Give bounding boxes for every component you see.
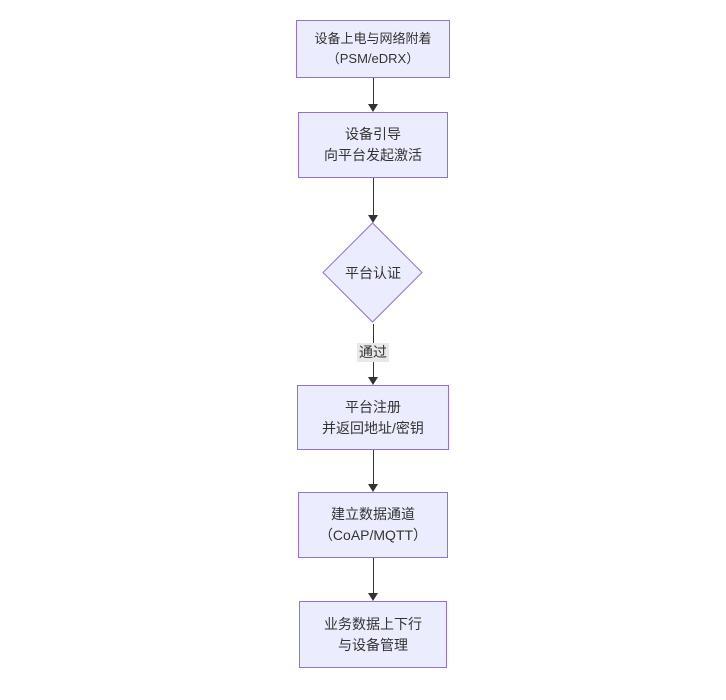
node-text-line: 设备上电与网络附着 bbox=[314, 31, 432, 46]
flow-node-data-channel: 建立数据通道 （CoAP/MQTT） bbox=[298, 492, 448, 558]
arrow-bootstrap-to-auth bbox=[367, 178, 379, 223]
arrow-line bbox=[372, 78, 374, 106]
edge-label-pass: 通过 bbox=[357, 343, 389, 362]
node-text-line: 向平台发起激活 bbox=[324, 147, 422, 163]
arrow-channel-to-business bbox=[367, 558, 379, 601]
arrow-register-to-channel bbox=[367, 450, 379, 492]
node-text-line: 平台注册 bbox=[345, 398, 401, 415]
arrowhead-icon bbox=[368, 484, 378, 492]
node-text-line: （CoAP/MQTT） bbox=[318, 527, 428, 543]
arrow-line bbox=[372, 178, 374, 217]
node-text-line: 业务数据上下行 bbox=[324, 615, 422, 632]
arrowhead-icon bbox=[368, 593, 378, 601]
flow-node-business-mgmt: 业务数据上下行 与设备管理 bbox=[299, 601, 447, 668]
node-text-line: （PSM/eDRX） bbox=[326, 51, 420, 66]
flow-node-bootstrap: 设备引导 向平台发起激活 bbox=[298, 112, 448, 178]
flow-node-register: 平台注册 并返回地址/密钥 bbox=[297, 385, 449, 450]
flow-node-platform-auth: 平台认证 bbox=[322, 222, 424, 324]
node-text-line: 平台认证 bbox=[345, 265, 401, 281]
node-text-line: 建立数据通道 bbox=[331, 506, 415, 522]
node-text-line: 设备引导 bbox=[345, 126, 401, 142]
flow-node-power-attach: 设备上电与网络附着 （PSM/eDRX） bbox=[296, 20, 450, 78]
arrowhead-icon bbox=[368, 215, 378, 223]
node-text-line: 与设备管理 bbox=[338, 636, 408, 653]
arrowhead-icon bbox=[368, 104, 378, 112]
arrow-line bbox=[372, 558, 374, 595]
arrow-line bbox=[372, 450, 374, 486]
arrow-power-to-bootstrap bbox=[367, 78, 379, 112]
node-text-line: 并返回地址/密钥 bbox=[322, 419, 424, 436]
arrowhead-icon bbox=[368, 377, 378, 385]
